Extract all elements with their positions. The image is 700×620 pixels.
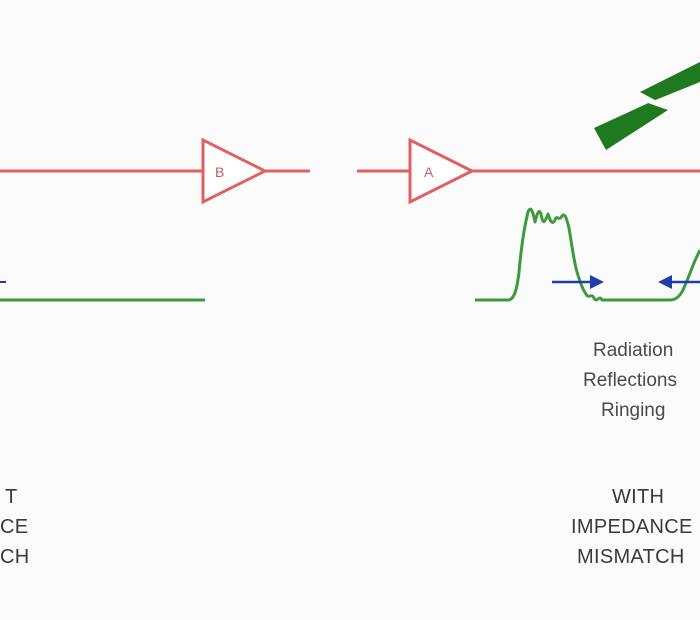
ringing-waveform	[475, 207, 700, 302]
effect-ringing: Ringing	[601, 400, 666, 421]
left-caption-line-1: T	[5, 486, 18, 508]
right-caption-line-1: WITH	[612, 486, 665, 508]
buffer-a: A	[408, 137, 476, 205]
lightning-bolt-icon	[594, 62, 700, 150]
buffer-b-label: B	[215, 164, 224, 180]
buffer-b: B	[201, 137, 269, 205]
reflection-arrow-left-icon	[658, 275, 700, 289]
right-caption-line-2: IMPEDANCE	[571, 516, 693, 538]
reflection-arrow-right-icon	[552, 275, 604, 289]
buffer-a-label: A	[424, 164, 434, 180]
effect-radiation: Radiation	[593, 340, 674, 361]
right-caption-line-3: MISMATCH	[577, 546, 685, 568]
left-caption-line-2: CE	[0, 516, 29, 538]
effect-reflections: Reflections	[583, 370, 677, 391]
left-caption-line-3: CH	[0, 546, 30, 568]
